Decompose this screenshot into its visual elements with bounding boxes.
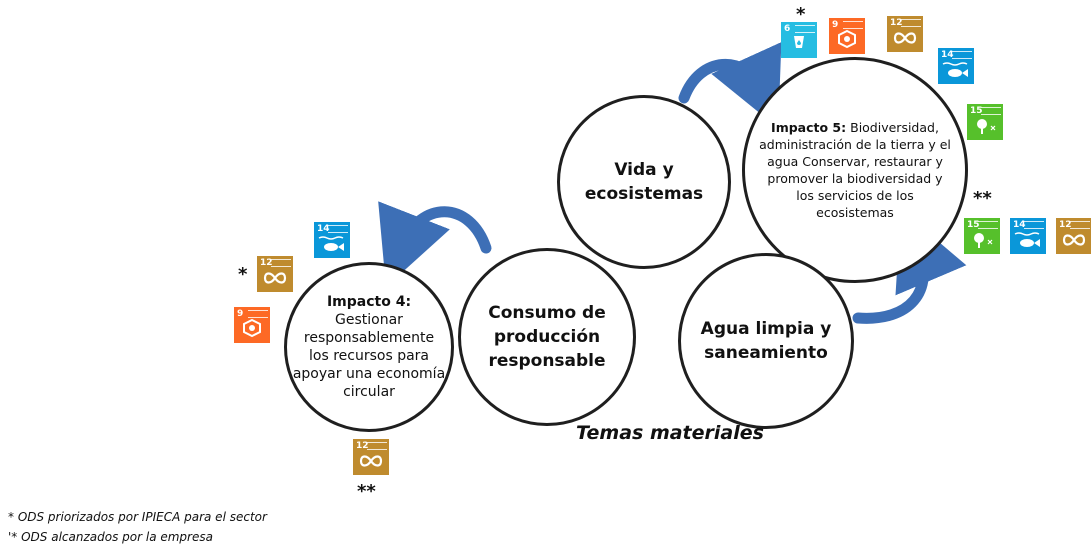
sdg-number: 9 xyxy=(832,20,839,30)
industry-cube-icon xyxy=(838,29,856,49)
impact4-title: Impacto 4: xyxy=(326,294,412,310)
impact5-circle: Impacto 5: Biodiversidad, administración… xyxy=(742,57,968,283)
arrow-consumo-to-impact4 xyxy=(378,201,492,287)
sdg-number: 12 xyxy=(1059,220,1072,230)
infinity-icon xyxy=(359,455,383,467)
sdg-number: 15 xyxy=(970,106,983,116)
sdg-number: 14 xyxy=(1013,220,1026,230)
sdg-number: 6 xyxy=(784,24,791,34)
themes-label: Temas materiales xyxy=(576,422,764,444)
agua-label: Agua limpia y saneamiento xyxy=(700,319,832,363)
sdg-12-badge: 12 xyxy=(887,16,923,52)
sdg-number: 12 xyxy=(356,441,369,451)
impact5-title: Impacto 5: xyxy=(771,120,847,135)
double-asterisk-bottom: ** xyxy=(357,481,376,502)
sdg-6-badge: 6 xyxy=(781,22,817,58)
consumo-circle: Consumo de producción responsable xyxy=(458,248,636,426)
sdg-12-badge: 12 xyxy=(1056,218,1091,254)
sdg-number: 14 xyxy=(317,224,330,234)
fish-icon xyxy=(1014,232,1040,247)
sdg-14-badge: 14 xyxy=(314,222,350,258)
fish-icon xyxy=(318,236,344,251)
tree-icon xyxy=(977,119,996,134)
sdg-number: 15 xyxy=(967,220,980,230)
double-asterisk-right: ** xyxy=(973,188,992,209)
sdg-number: 9 xyxy=(237,309,244,319)
industry-cube-icon xyxy=(243,318,261,338)
sdg-9-badge: 9 xyxy=(829,18,865,54)
sdg-12-badge: 12 xyxy=(353,439,389,475)
infinity-icon xyxy=(893,32,917,44)
sdg-14-badge: 14 xyxy=(1010,218,1046,254)
impact4-body: Gestionar responsablemente los recursos … xyxy=(292,312,446,400)
footnote-prioritized: * ODS priorizados por IPIECA para el sec… xyxy=(8,510,267,524)
fish-icon xyxy=(942,62,968,77)
sdg-15-badge: 15 xyxy=(964,218,1000,254)
sdg-number: 12 xyxy=(890,18,903,28)
water-tap-icon xyxy=(794,36,804,48)
sdg-number: 12 xyxy=(260,258,273,268)
impact4-text: Impacto 4: Gestionar responsablemente lo… xyxy=(292,293,446,401)
sdg-14-badge: 14 xyxy=(938,48,974,84)
impact4-circle: Impacto 4: Gestionar responsablemente lo… xyxy=(284,262,454,432)
sdg-12-badge: 12 xyxy=(257,256,293,292)
vida-circle: Vida y ecosistemas xyxy=(557,95,731,269)
vida-label: Vida y ecosistemas xyxy=(584,160,704,204)
sdg-number: 14 xyxy=(941,50,954,60)
tree-icon xyxy=(974,233,993,248)
consumo-label: Consumo de producción responsable xyxy=(488,303,606,371)
impact5-body: Biodiversidad, administración de la tier… xyxy=(759,120,951,220)
single-asterisk-top: * xyxy=(796,4,806,25)
single-asterisk-left: * xyxy=(238,264,248,285)
infinity-icon xyxy=(1062,234,1086,246)
sdg-15-badge: 15 xyxy=(967,104,1003,140)
arrow-agua-to-impact5 xyxy=(852,209,967,324)
agua-circle: Agua limpia y saneamiento xyxy=(678,253,854,429)
footnote-achieved: '* ODS alcanzados por la empresa xyxy=(8,530,213,544)
impact5-text: Impacto 5: Biodiversidad, administración… xyxy=(757,119,953,221)
infinity-icon xyxy=(263,272,287,284)
arrow-vida-to-impact5 xyxy=(678,42,782,129)
sdg-9-badge: 9 xyxy=(234,307,270,343)
